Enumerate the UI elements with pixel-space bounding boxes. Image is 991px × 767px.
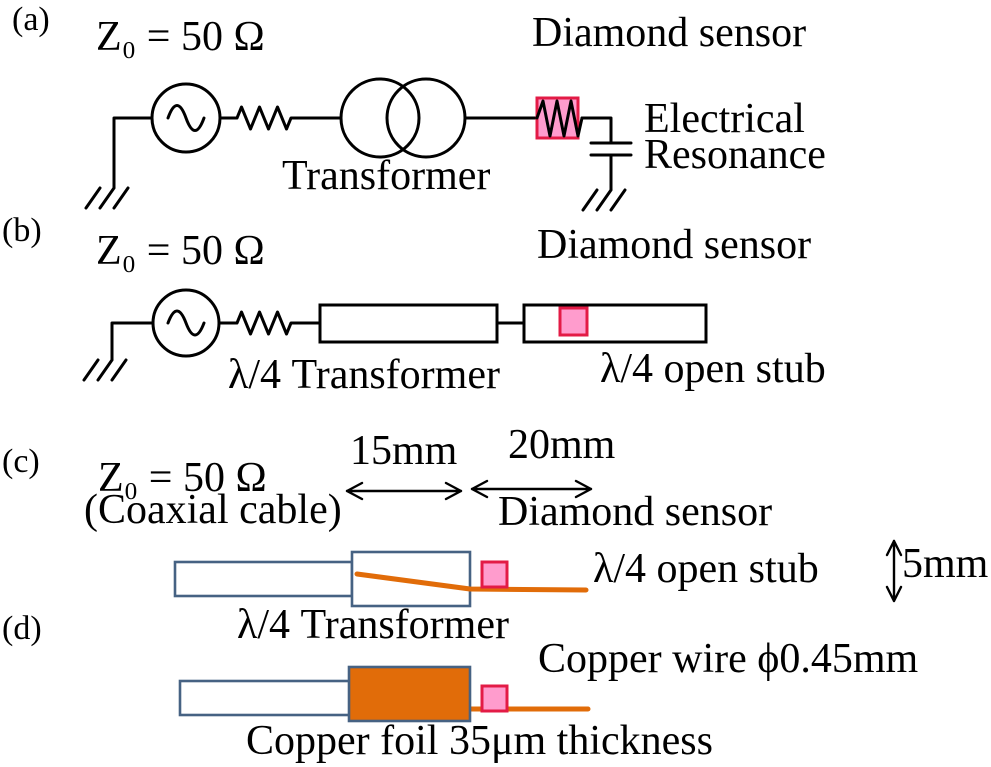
panel-c-stub-label: λ/4 open stub bbox=[593, 546, 819, 592]
panel-d-assembly bbox=[178, 665, 591, 723]
sine-wave-icon-b bbox=[166, 309, 206, 337]
sine-wave-icon-a bbox=[166, 104, 206, 132]
capacitor-a bbox=[589, 141, 633, 157]
panel-b-stub-label: λ/4 open stub bbox=[600, 346, 826, 392]
panel-d-tag: (d) bbox=[2, 610, 42, 647]
panel-b-impedance-label: Z₀ = 50 Ω bbox=[96, 228, 265, 274]
panel-a-resonance-label-line2: Resonance bbox=[644, 132, 826, 178]
wire-to-capacitor-a bbox=[580, 116, 613, 145]
diamond-sensor-chip-b bbox=[558, 306, 589, 337]
panel-b-transformer-label: λ/4 Transformer bbox=[228, 352, 500, 398]
dim-arrow-5mm bbox=[885, 539, 903, 603]
panel-a-impedance-label: Z₀ = 50 Ω bbox=[96, 14, 265, 60]
resistor-b bbox=[217, 310, 322, 336]
panel-c-dim-5mm-label: 5mm bbox=[902, 541, 989, 587]
panel-a-tag: (a) bbox=[12, 1, 50, 38]
panel-c-sensor-label: Diamond sensor bbox=[498, 489, 773, 535]
panel-b-tag: (b) bbox=[2, 212, 42, 249]
coaxial-cable-c bbox=[173, 560, 354, 598]
panel-a-schematic bbox=[84, 77, 633, 212]
panel-a-sensor-label: Diamond sensor bbox=[532, 10, 807, 56]
resistor-a bbox=[218, 105, 343, 131]
quarter-wave-transformer-line-b bbox=[318, 303, 499, 344]
transformer-coil-left-a bbox=[339, 77, 421, 159]
panel-c-dim-20mm-label: 20mm bbox=[508, 422, 616, 468]
panel-d-copper-foil-label: Copper foil 35μm thickness bbox=[246, 718, 713, 764]
ground-left-b bbox=[82, 321, 155, 382]
panel-a-resonance-label-line1: Electrical bbox=[644, 96, 805, 142]
coaxial-cable-d bbox=[178, 679, 354, 717]
inductor-coil-icon-a bbox=[535, 99, 584, 138]
panel-c-impedance-label: Z₀ = 50 Ω bbox=[98, 455, 267, 501]
panel-a-transformer-label: Transformer bbox=[282, 153, 491, 199]
copper-wire-stub-c bbox=[354, 571, 589, 593]
ground-right-a bbox=[581, 153, 627, 212]
panel-d-copper-wire-label: Copper wire ϕ0.45mm bbox=[538, 636, 919, 682]
panel-c-coaxial-cable-label: (Coaxial cable) bbox=[84, 487, 342, 533]
dim-arrow-20mm bbox=[470, 479, 593, 499]
panel-c-dim-15mm-label: 15mm bbox=[350, 428, 458, 474]
panel-b-schematic bbox=[82, 288, 708, 382]
quarter-wave-open-stub-line-b bbox=[522, 303, 708, 344]
dim-arrow-15mm bbox=[345, 481, 463, 501]
diamond-sensor-chip-d bbox=[480, 684, 509, 713]
copper-foil-d bbox=[347, 665, 472, 723]
diamond-sensor-chip-c bbox=[480, 560, 509, 589]
panel-c-transformer-label: λ/4 Transformer bbox=[237, 602, 509, 648]
ground-left-a bbox=[84, 116, 154, 210]
transformer-coil-right-a bbox=[385, 77, 467, 159]
panel-b-sensor-label: Diamond sensor bbox=[537, 222, 812, 268]
panel-c-assembly bbox=[173, 479, 903, 608]
panel-c-tag: (c) bbox=[2, 443, 40, 480]
